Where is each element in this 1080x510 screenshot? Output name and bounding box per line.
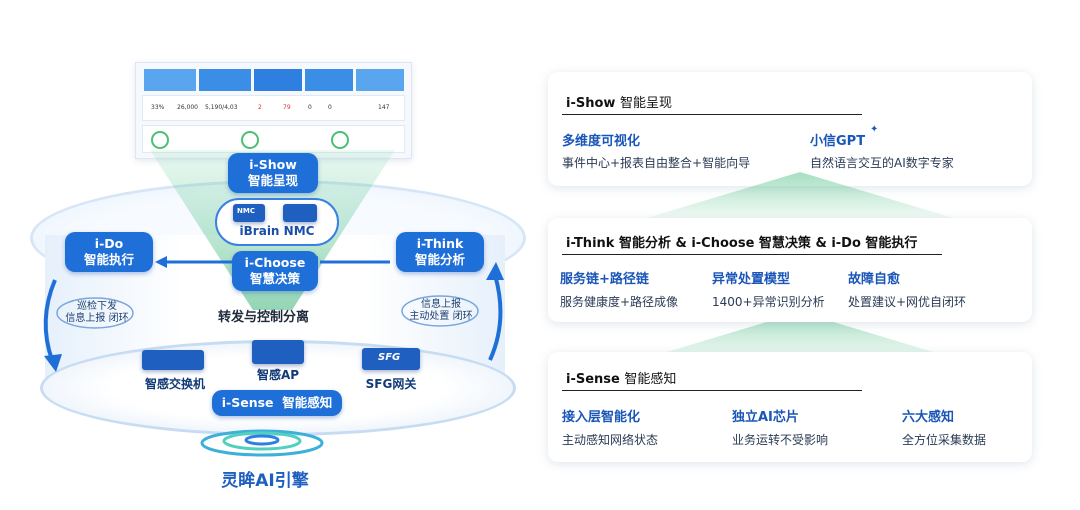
- ap-device-icon: [252, 340, 304, 364]
- ibrain-nmc-cloud: NMC iBrain NMC: [215, 198, 339, 246]
- item-desc: 事件中心+报表自由整合+智能向导: [562, 156, 751, 170]
- ithink-card: i-Think 智能分析 & i-Choose 智慧决策 & i-Do 智能执行…: [548, 218, 1032, 322]
- ithink-title: i-Think 智能分析 & i-Choose 智慧决策 & i-Do 智能执行: [566, 236, 918, 251]
- sfg-device-icon: SFG: [362, 348, 420, 370]
- dashboard-stats-row: 33% 26,000 5,190/4,03 2 79 0 0 147: [142, 95, 405, 121]
- flow-arrows: [43, 256, 504, 457]
- kpi-tile: [254, 69, 302, 91]
- sfg-label: SFG网关: [365, 377, 417, 391]
- item-title: 接入层智能化: [562, 410, 641, 425]
- item-title: 小信GPT: [810, 134, 866, 149]
- isense-card: i-Sense 智能感知 接入层智能化 主动感知网络状态 独立AI芯片 业务运转…: [548, 352, 1032, 462]
- arrow-head-icon: [44, 354, 62, 372]
- item-desc: 业务运转不受影响: [732, 433, 829, 447]
- item-desc: 自然语言交互的AI数字专家: [810, 156, 954, 170]
- ithink-pill: i-Think 智能分析: [396, 232, 484, 272]
- ishow-card: i-Show 智能呈现 多维度可视化 事件中心+报表自由整合+智能向导 小信GP…: [548, 72, 1032, 186]
- right-loop-note: 信息上报 主动处置 闭环: [409, 299, 473, 322]
- kpi-tile: [199, 69, 251, 91]
- divider: [562, 254, 942, 255]
- switch-label: 智感交换机: [144, 377, 205, 391]
- server-icon: [283, 204, 317, 222]
- loop-icon: [401, 295, 479, 327]
- left-loop-note: 巡检下发 信息上报 闭环: [65, 301, 129, 324]
- engine-swirl-icon: [222, 431, 302, 451]
- dashboard-screenshot: 33% 26,000 5,190/4,03 2 79 0 0 147: [135, 62, 412, 159]
- ibrain-nmc-label: iBrain NMC: [239, 224, 315, 238]
- engine-swirl-icon: [200, 429, 324, 457]
- arrow-head-icon: [306, 256, 318, 268]
- forward-control-separation-label: 转发与控制分离: [218, 310, 310, 325]
- engine-swirl-icon: [244, 434, 280, 446]
- switch-device-icon: [142, 350, 204, 370]
- item-desc: 主动感知网络状态: [562, 433, 659, 447]
- item-title: 故障自愈: [848, 272, 901, 287]
- ido-pill: i-Do 智能执行: [65, 232, 153, 272]
- server-icon: NMC: [233, 204, 265, 222]
- item-title: 异常处置模型: [712, 272, 791, 287]
- loop-icon: [56, 297, 134, 329]
- item-title: 六大感知: [902, 410, 955, 425]
- item-desc: 服务健康度+路径成像: [560, 295, 679, 309]
- arrow-head-icon: [155, 256, 167, 268]
- item-title: 服务链+路径链: [560, 272, 649, 287]
- engine-label: 灵眸AI引擎: [221, 471, 309, 491]
- ishow-title: i-Show 智能呈现: [566, 96, 672, 111]
- kpi-tile: [144, 69, 196, 91]
- dashboard-summary-row: [142, 125, 405, 153]
- divider: [562, 390, 862, 391]
- item-title: 独立AI芯片: [732, 410, 799, 425]
- item-title: 多维度可视化: [562, 134, 641, 149]
- isense-title: i-Sense 智能感知: [566, 372, 677, 387]
- sparkle-icon: ✦: [870, 124, 879, 135]
- divider: [562, 114, 862, 115]
- kpi-tile: [305, 69, 353, 91]
- arrow-head-icon: [486, 262, 504, 280]
- item-desc: 处置建议+网优自闭环: [848, 295, 967, 309]
- ishow-pill: i-Show 智能呈现: [228, 153, 318, 193]
- item-desc: 全方位采集数据: [902, 433, 987, 447]
- ichoose-pill: i-Choose 智慧决策: [232, 251, 318, 291]
- item-desc: 1400+异常识别分析: [712, 295, 825, 309]
- arrow-right-up: [488, 274, 503, 361]
- arrow-left-down: [43, 279, 57, 361]
- kpi-tile: [356, 69, 404, 91]
- isense-pill: i-Sense 智能感知: [212, 390, 342, 416]
- ap-label: 智感AP: [256, 368, 300, 382]
